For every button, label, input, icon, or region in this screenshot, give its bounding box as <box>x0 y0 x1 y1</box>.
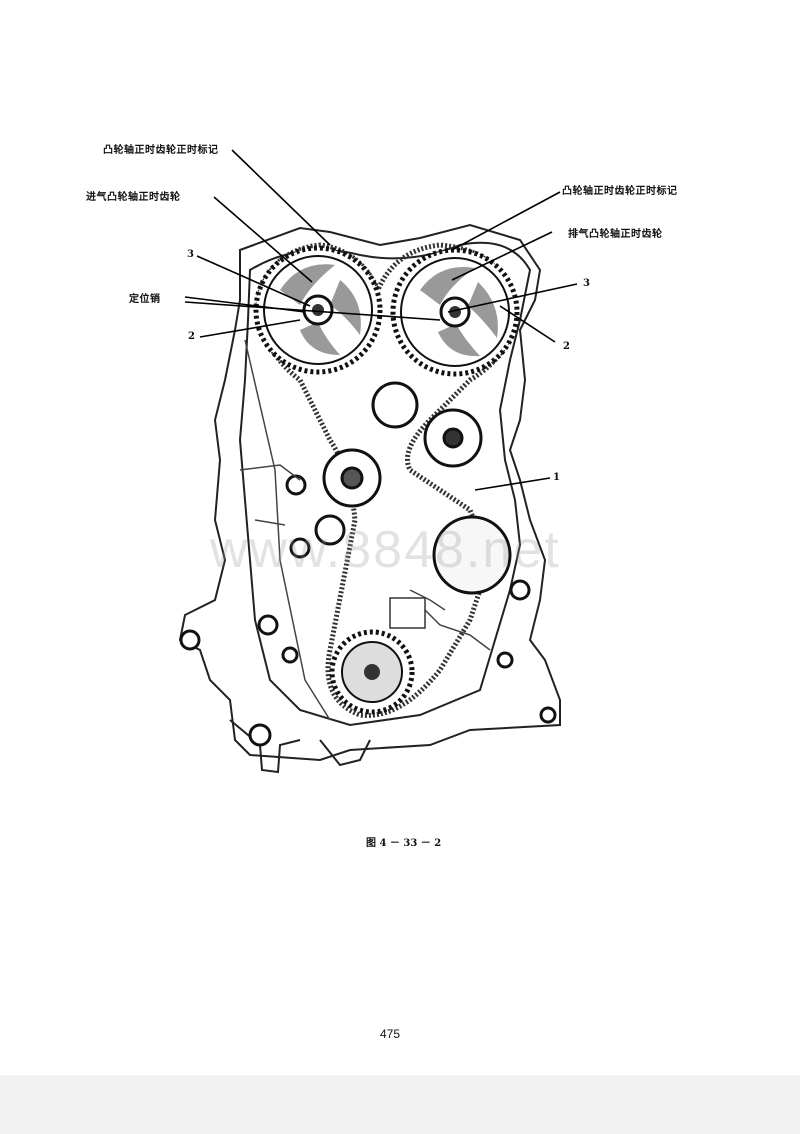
figure-caption: 图 4 － 33 － 2 <box>366 838 442 849</box>
idler-pulleys <box>179 381 557 747</box>
callout-2-left: 2 <box>188 331 195 342</box>
callout-2-right: 2 <box>563 341 570 352</box>
intake-cam-gear <box>253 245 383 375</box>
label-cam-timing-mark-right: 凸轮轴正时齿轮正时标记 <box>562 186 678 197</box>
crankshaft-sprocket <box>329 629 415 715</box>
engine-detail-lines <box>239 339 491 721</box>
watermark: www.8848.net <box>210 521 561 579</box>
page-number: 475 <box>380 1027 401 1041</box>
engine-timing-belt-diagram <box>178 149 578 774</box>
leader-lines <box>184 149 578 491</box>
callout-1: 1 <box>553 472 560 483</box>
label-intake-cam-gear: 进气凸轮轴正时齿轮 <box>86 192 181 203</box>
label-cam-timing-mark-left: 凸轮轴正时齿轮正时标记 <box>103 145 219 156</box>
exhaust-cam-gear <box>390 247 520 377</box>
callout-3-left: 3 <box>187 249 194 260</box>
page-bottom-shade <box>0 1075 800 1134</box>
callout-3-right: 3 <box>583 278 590 289</box>
label-dowel-pin: 定位销 <box>129 294 161 305</box>
label-exhaust-cam-gear: 排气凸轮轴正时齿轮 <box>568 229 663 240</box>
